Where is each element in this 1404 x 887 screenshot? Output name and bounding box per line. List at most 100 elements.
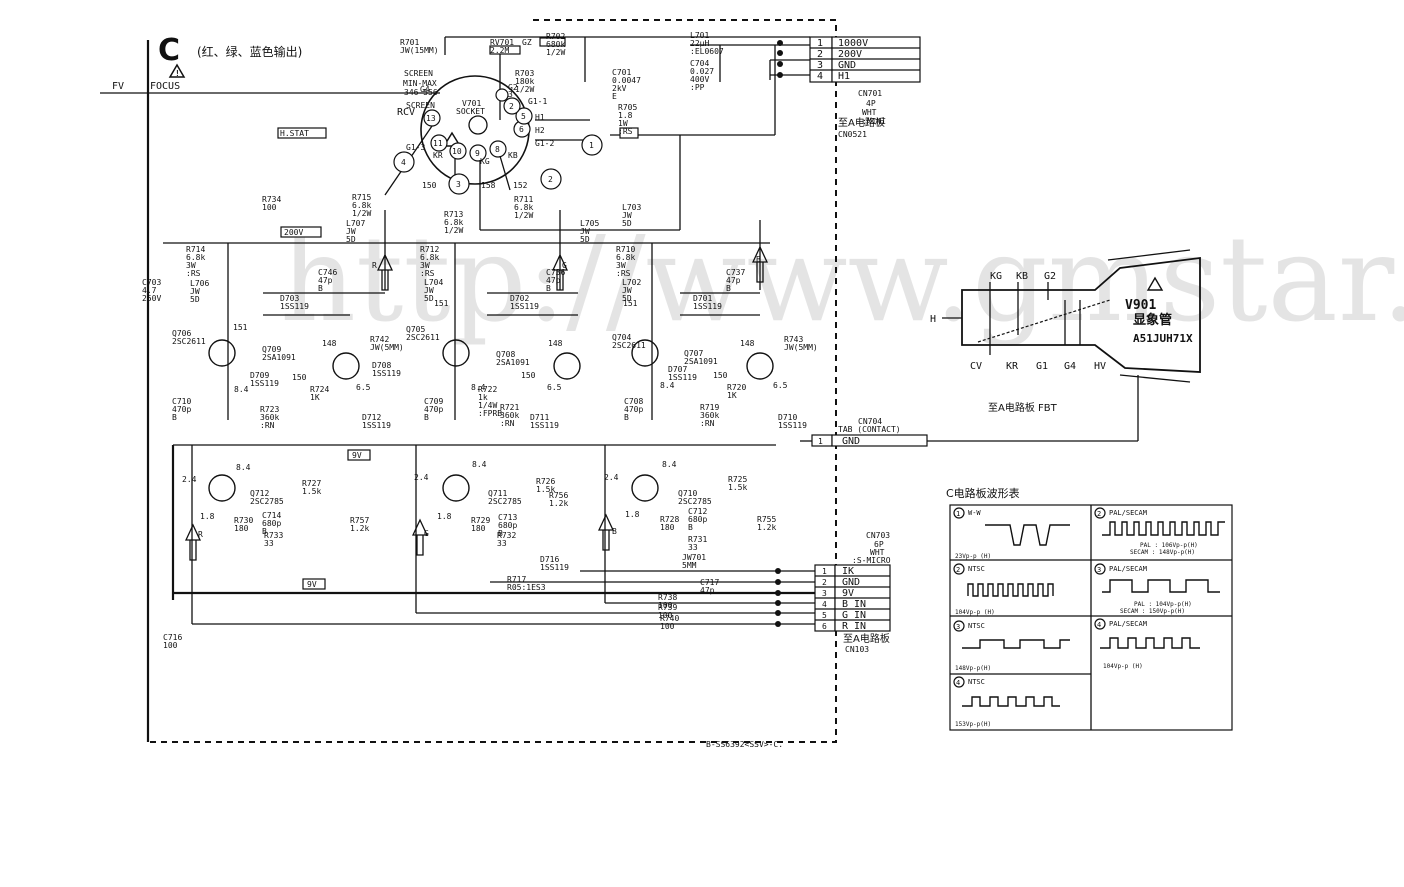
- svg-text:3: 3: [956, 623, 960, 631]
- svg-text:8.4: 8.4: [234, 385, 249, 394]
- svg-text:150: 150: [521, 371, 536, 380]
- svg-text:CN103: CN103: [845, 645, 869, 654]
- svg-text:CN0521: CN0521: [838, 130, 867, 139]
- watermark: http://www.gmstar.com: [280, 210, 1404, 348]
- svg-text:V701: V701: [462, 99, 481, 108]
- svg-text:1.8: 1.8: [200, 512, 215, 521]
- svg-text:TAB (CONTACT): TAB (CONTACT): [838, 425, 901, 434]
- svg-text:NTSC: NTSC: [968, 678, 985, 686]
- svg-text:CN704: CN704: [858, 417, 882, 426]
- svg-text:B IN: B IN: [842, 599, 866, 610]
- svg-text:151: 151: [233, 323, 248, 332]
- fv-label: FV: [112, 81, 124, 92]
- svg-text:G2: G2: [1044, 271, 1056, 282]
- svg-text:8.4: 8.4: [660, 381, 675, 390]
- svg-text:2: 2: [548, 175, 553, 184]
- svg-text:至A电路板: 至A电路板: [838, 116, 885, 129]
- svg-text::S-MICRO: :S-MICRO: [852, 556, 891, 565]
- svg-text:6.5: 6.5: [773, 381, 788, 390]
- svg-text:6.5: 6.5: [547, 383, 562, 392]
- svg-text:23Vp-p (H): 23Vp-p (H): [955, 553, 991, 560]
- svg-text:R IN: R IN: [842, 621, 866, 632]
- crt-v901: V901 显象管 A51JUH71X KG KB G2 CV KR G1 G4 …: [930, 249, 1201, 414]
- svg-text:9V: 9V: [307, 580, 317, 589]
- svg-text:WHT: WHT: [870, 548, 885, 557]
- svg-text:GND: GND: [842, 436, 860, 447]
- svg-text:KG: KG: [990, 271, 1002, 282]
- rail-200v-label: 200V: [284, 228, 303, 237]
- svg-text:8.4: 8.4: [236, 463, 251, 472]
- svg-text:NTSC: NTSC: [968, 622, 985, 630]
- svg-text:C电路板波形表: C电路板波形表: [946, 486, 1020, 500]
- focus-label: FOCUS: [150, 81, 180, 92]
- svg-text:104Vp-p (H): 104Vp-p (H): [955, 609, 995, 616]
- svg-text:W-W: W-W: [968, 509, 981, 517]
- svg-text:G2: G2: [508, 83, 518, 92]
- svg-text:2: 2: [822, 578, 827, 587]
- svg-text:4: 4: [401, 158, 406, 167]
- svg-text:4: 4: [822, 600, 827, 609]
- svg-text:3: 3: [456, 180, 461, 189]
- rail-9v-label: 9V: [352, 451, 362, 460]
- svg-text:G4: G4: [420, 85, 430, 94]
- svg-text:148: 148: [322, 339, 337, 348]
- svg-text:CN703: CN703: [866, 531, 890, 540]
- svg-text:8: 8: [495, 145, 500, 154]
- svg-text:3: 3: [822, 589, 827, 598]
- crt-socket: V701 SOCKET SCREEN SCREEN MIN-MAX 346-55…: [384, 69, 681, 231]
- board-letter: C: [158, 33, 180, 68]
- svg-text:3: 3: [508, 90, 513, 99]
- svg-text:GND: GND: [838, 60, 856, 71]
- svg-text:1: 1: [956, 510, 960, 518]
- svg-text:KR: KR: [1006, 361, 1019, 372]
- svg-text:A51JUH71X: A51JUH71X: [1133, 332, 1193, 345]
- svg-text:B: B: [756, 255, 761, 264]
- svg-text:3: 3: [817, 60, 823, 71]
- svg-text:1000V: 1000V: [838, 38, 868, 49]
- svg-text:148: 148: [740, 339, 755, 348]
- svg-text:KR: KR: [433, 151, 443, 160]
- svg-text:150: 150: [292, 373, 307, 382]
- svg-text:H: H: [930, 314, 936, 325]
- rgb-arrows: R G B R G B: [184, 245, 769, 561]
- svg-text:至A电路板 FBT: 至A电路板 FBT: [988, 401, 1058, 414]
- svg-text:153Vp-p(H): 153Vp-p(H): [955, 721, 991, 728]
- svg-text:2.4: 2.4: [414, 473, 429, 482]
- svg-text:151: 151: [623, 299, 638, 308]
- component-label: GZ: [522, 38, 532, 47]
- svg-text:2: 2: [817, 49, 823, 60]
- svg-text:11: 11: [433, 139, 443, 148]
- svg-text:6: 6: [822, 622, 827, 631]
- svg-text:3: 3: [1097, 566, 1101, 574]
